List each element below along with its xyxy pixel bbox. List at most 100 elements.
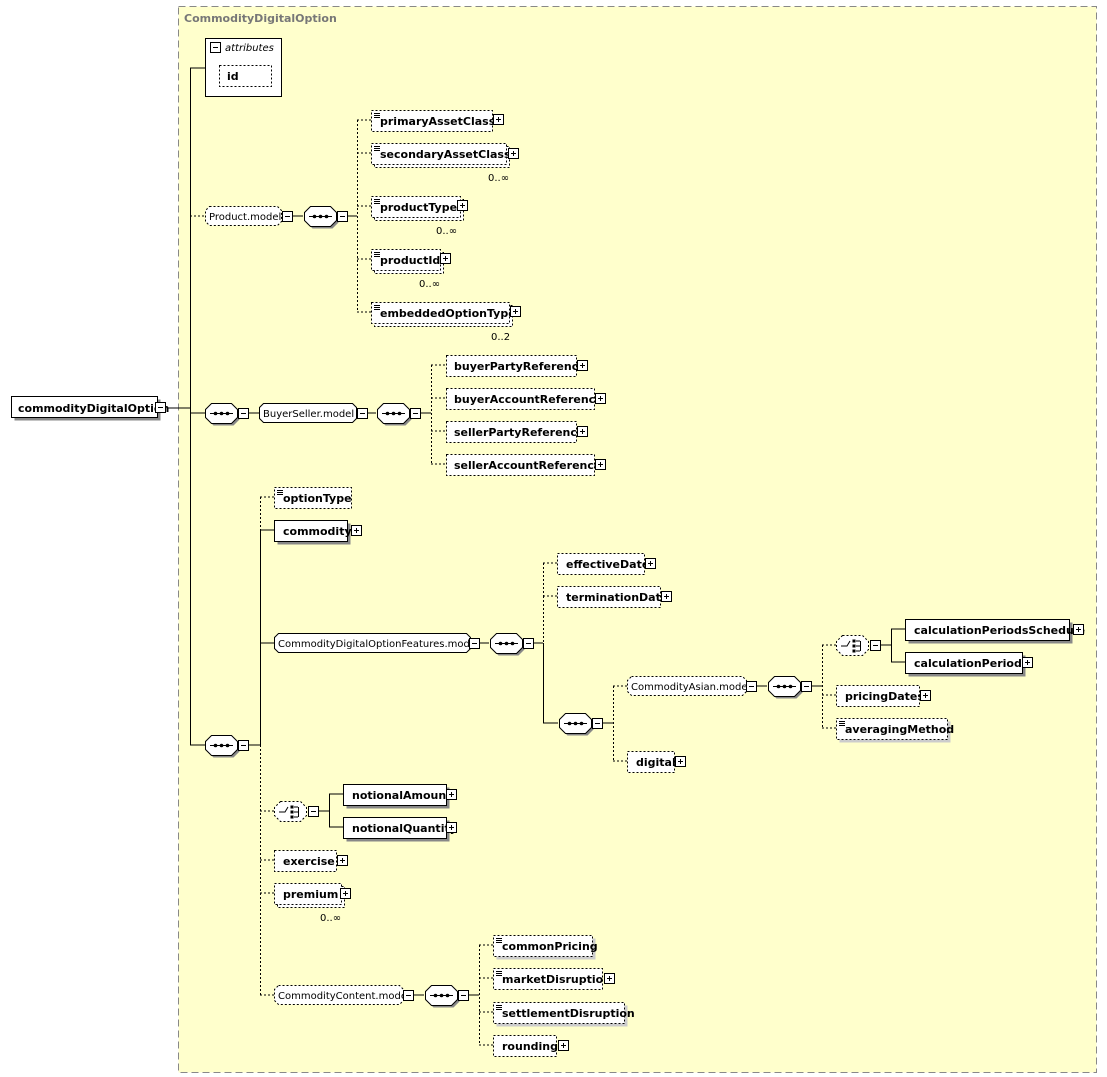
asian-model-collapse-icon[interactable]	[746, 681, 757, 692]
features-sequence-collapse-icon[interactable]	[523, 638, 534, 649]
complex-type-title: CommodityDigitalOption	[184, 12, 337, 25]
asian-digital-seq-collapse-icon[interactable]	[592, 718, 603, 729]
asian-sequence-compositor[interactable]	[768, 676, 803, 699]
expand-icon[interactable]	[337, 855, 348, 866]
element-calculation-periods-schedule[interactable]: calculationPeriodsSchedule	[905, 619, 1086, 644]
averaging-method-label: averagingMethod	[845, 723, 954, 736]
commodity-asian-model-group[interactable]: CommodityAsian.model	[627, 676, 751, 696]
expand-icon[interactable]	[577, 426, 588, 437]
expand-icon[interactable]	[604, 973, 615, 984]
expand-icon[interactable]	[351, 525, 362, 536]
buyer-seller-inner-sequence-compositor[interactable]	[377, 403, 412, 426]
element-premium[interactable]: premium 0..∞	[274, 883, 351, 925]
main-sequence-compositor[interactable]	[205, 735, 240, 758]
product-model-collapse-icon[interactable]	[282, 211, 293, 222]
element-effective-date[interactable]: effectiveDate	[557, 553, 656, 575]
content-sequence-collapse-icon[interactable]	[458, 990, 469, 1001]
buyer-seller-inner-collapse-icon[interactable]	[410, 408, 421, 419]
element-primary-asset-class[interactable]: primaryAssetClass	[371, 110, 504, 132]
premium-cardinality: 0..∞	[320, 913, 341, 924]
element-product-type[interactable]: productType 0..∞	[371, 196, 468, 238]
expand-icon[interactable]	[577, 360, 588, 371]
asian-sequence-collapse-icon[interactable]	[801, 681, 812, 692]
expand-icon[interactable]	[1073, 624, 1084, 635]
expand-icon[interactable]	[446, 789, 457, 800]
primary-asset-class-label: primaryAssetClass	[380, 115, 496, 128]
buyer-account-reference-label: buyerAccountReference	[454, 393, 603, 406]
content-sequence-compositor[interactable]	[425, 985, 460, 1008]
element-seller-party-reference[interactable]: sellerPartyReference	[446, 421, 588, 443]
product-sequence-compositor[interactable]	[304, 206, 339, 229]
commodity-asian-model-label: CommodityAsian.model	[631, 682, 750, 693]
attribute-id[interactable]	[219, 65, 272, 87]
notional-quantity-label: notionalQuantity	[352, 822, 457, 835]
expand-icon[interactable]	[440, 253, 451, 264]
element-termination-date[interactable]: terminationDate	[557, 586, 672, 608]
asian-digital-sequence-compositor[interactable]	[559, 713, 594, 736]
product-sequence-collapse-icon[interactable]	[337, 211, 348, 222]
calculation-periods-schedule-label: calculationPeriodsSchedule	[914, 624, 1085, 637]
calculation-periods-choice-compositor[interactable]	[836, 635, 869, 656]
expand-icon[interactable]	[645, 558, 656, 569]
element-digital[interactable]: digital	[627, 751, 686, 773]
features-model-label: CommodityDigitalOptionFeatures.model	[278, 639, 479, 650]
buyer-seller-model-label: BuyerSeller.model	[263, 409, 354, 420]
element-pricing-dates[interactable]: pricingDates	[836, 685, 931, 707]
element-seller-account-reference[interactable]: sellerAccountReference	[446, 454, 606, 476]
buyer-party-reference-label: buyerPartyReference	[454, 360, 586, 373]
content-model-collapse-icon[interactable]	[403, 990, 414, 1001]
element-option-type[interactable]: optionType	[274, 487, 352, 509]
expand-icon[interactable]	[595, 393, 606, 404]
notional-amount-label: notionalAmount	[352, 789, 451, 802]
element-embedded-option-type[interactable]: embeddedOptionType 0..2	[371, 302, 521, 344]
buyer-seller-sequence-compositor[interactable]	[205, 403, 240, 426]
element-secondary-asset-class[interactable]: secondaryAssetClass 0..∞	[371, 143, 519, 185]
main-sequence-collapse-icon[interactable]	[238, 740, 249, 751]
expand-icon[interactable]	[920, 690, 931, 701]
element-exercise[interactable]: exercise	[274, 850, 348, 872]
buyer-seller-model-group[interactable]: BuyerSeller.model	[259, 403, 357, 423]
exercise-label: exercise	[283, 855, 335, 868]
notional-choice-compositor[interactable]	[274, 801, 307, 822]
buyer-seller-model-collapse-icon[interactable]	[357, 408, 368, 419]
element-market-disruption[interactable]: marketDisruption	[493, 968, 615, 990]
notional-choice-collapse-icon[interactable]	[308, 806, 319, 817]
features-sequence-compositor[interactable]	[490, 633, 525, 656]
element-notional-amount[interactable]: notionalAmount	[343, 784, 457, 809]
product-model-group[interactable]: Product.model	[205, 206, 282, 226]
element-common-pricing[interactable]: commonPricing	[493, 935, 598, 960]
product-id-cardinality: 0..∞	[419, 279, 440, 290]
element-notional-quantity[interactable]: notionalQuantity	[343, 817, 457, 842]
element-product-id[interactable]: productId 0..∞	[371, 249, 451, 291]
expand-icon[interactable]	[340, 888, 351, 899]
expand-icon[interactable]	[446, 822, 457, 833]
buyer-seller-seq-collapse-icon[interactable]	[238, 408, 249, 419]
element-buyer-party-reference[interactable]: buyerPartyReference	[446, 355, 588, 377]
element-averaging-method[interactable]: averagingMethod	[836, 718, 955, 743]
element-commodity[interactable]: commodity	[274, 520, 362, 545]
expand-icon[interactable]	[510, 306, 521, 317]
expand-icon[interactable]	[675, 756, 686, 767]
expand-icon[interactable]	[595, 459, 606, 470]
expand-icon[interactable]	[661, 591, 672, 602]
commodity-content-model-group[interactable]: CommodityContent.model	[274, 985, 410, 1005]
expand-icon[interactable]	[1022, 657, 1033, 668]
expand-icon[interactable]	[558, 1040, 569, 1051]
seller-party-reference-label: sellerPartyReference	[454, 426, 584, 439]
embedded-option-type-cardinality: 0..2	[491, 332, 510, 343]
settlement-disruption-label: settlementDisruption	[502, 1007, 635, 1020]
calc-periods-choice-collapse-icon[interactable]	[870, 640, 881, 651]
expand-icon[interactable]	[457, 200, 468, 211]
element-buyer-account-reference[interactable]: buyerAccountReference	[446, 388, 606, 410]
element-calculation-periods[interactable]: calculationPeriods	[905, 652, 1033, 677]
element-rounding[interactable]: rounding	[493, 1035, 569, 1057]
features-model-collapse-icon[interactable]	[469, 638, 480, 649]
expand-icon[interactable]	[493, 114, 504, 125]
element-settlement-disruption[interactable]: settlementDisruption	[493, 1002, 635, 1027]
expand-icon[interactable]	[508, 148, 519, 159]
root-element[interactable]: commodityDigitalOption	[11, 396, 170, 421]
premium-label: premium	[283, 888, 338, 901]
root-collapse-icon[interactable]	[155, 402, 166, 413]
commodity-digital-option-features-model-group[interactable]: CommodityDigitalOptionFeatures.model	[274, 633, 479, 653]
